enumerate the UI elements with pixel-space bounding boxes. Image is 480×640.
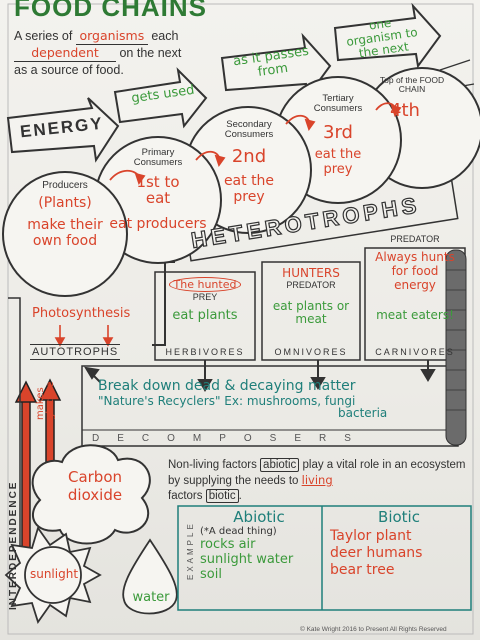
prey-label: PREY <box>192 292 218 302</box>
abiotic-column: Abiotic (*A dead thing) rocks air sunlig… <box>200 508 318 582</box>
hunters-label: HUNTERS <box>282 266 340 280</box>
arrow-one-organism <box>333 2 442 69</box>
omnivores-predator: PREDATOR <box>286 280 336 290</box>
carnivores-desc: meat eaters! <box>376 308 454 322</box>
definition: A series of organisms each dependent on … <box>14 28 224 78</box>
secondary-second: 2nd <box>231 146 267 167</box>
sun-drawing <box>4 525 102 625</box>
carnivores-predator: PREDATOR <box>390 234 440 244</box>
producers-description: make their own food <box>27 217 103 249</box>
biotic-column: Biotic Taylor plant deer humans bear tre… <box>330 508 468 579</box>
top-fourth: 4th <box>390 100 420 121</box>
food-chain-circles <box>2 67 480 297</box>
copyright: © Kate Wright 2016 to Present All Rights… <box>300 626 447 633</box>
producers-circle: Producers (Plants) make their own food <box>12 180 118 249</box>
primary-label: Primary Consumers <box>133 147 183 168</box>
top-label: Top of the FOOD CHAIN <box>379 75 445 94</box>
def-line3: as a source of food. <box>14 63 124 77</box>
interdependence-label: INTERDEPENDENCE <box>8 480 19 610</box>
water-drop <box>122 538 178 615</box>
decomposers-label: DECOMPOSERS <box>92 433 369 444</box>
primary-circle: Primary Consumers 1st to eat eat produce… <box>104 147 212 233</box>
secondary-circle: Secondary Consumers 2nd eat the prey <box>196 119 302 206</box>
carnivores-column: PREDATOR Always hunts for food energy me… <box>365 234 465 360</box>
biotic-word: biotic <box>205 489 239 503</box>
producers-plants: (Plants) <box>38 195 92 211</box>
primary-description: eat producers <box>109 216 207 232</box>
tertiary-label: Tertiary Consumers <box>313 93 363 114</box>
herbivores-column: The hunted PREY eat plants HERBIVORES <box>155 272 255 360</box>
decomposers-line3: bacteria <box>338 406 388 420</box>
producers-label: Producers <box>42 180 88 191</box>
abiotic-items: rocks air sunlight water soil <box>200 537 294 582</box>
arrow-energy <box>6 97 120 163</box>
decomposers-line1: Break down dead & decaying matter <box>98 378 356 394</box>
nonliving-p2: play a vital role in an <box>302 459 408 471</box>
carbon-dioxide-text: Carbon dioxide <box>67 468 123 504</box>
omnivores-column: HUNTERS PREDATOR eat plants or meat OMNI… <box>262 262 360 360</box>
arrow-gets-used <box>113 67 208 129</box>
secondary-label: Secondary Consumers <box>224 119 274 140</box>
makes-glucose-label: makes glucose <box>35 381 56 420</box>
carbon-dioxide-cloud <box>31 444 151 545</box>
primary-first: 1st to eat <box>136 173 180 207</box>
def-line1-post: each <box>151 29 179 43</box>
def-line2-post: on the next <box>119 46 182 60</box>
nonliving-p4: factors <box>168 490 203 502</box>
decomposers-line2: "Nature's Recyclers" Ex: mushrooms, fung… <box>98 394 356 408</box>
def-word-organisms: organisms <box>75 28 148 45</box>
top-circle: Top of the FOOD CHAIN 4th <box>372 75 452 122</box>
abiotic-heading: Abiotic <box>233 508 285 526</box>
photosynthesis-label: Photosynthesis <box>32 306 131 321</box>
biotic-items: Taylor plant deer humans bear tree <box>330 528 423 578</box>
secondary-description: eat the prey <box>223 173 275 205</box>
abiotic-word: abiotic <box>260 458 300 472</box>
sunlight-text: sunlight <box>29 567 79 581</box>
page-border <box>7 3 474 635</box>
herbivores-desc: eat plants <box>172 308 238 323</box>
nonliving-p3: ecosystem by supplying the needs to <box>168 459 466 487</box>
tertiary-third: 3rd <box>323 122 353 143</box>
nonliving-text: Non-living factors abiotic play a vital … <box>168 458 473 504</box>
biotic-heading: Biotic <box>378 508 420 526</box>
hunted-label: The hunted <box>168 277 242 292</box>
def-word-dependent: dependent <box>14 45 116 62</box>
water-text: water <box>132 590 170 605</box>
herbivores-label: HERBIVORES <box>165 347 245 357</box>
omnivores-label: OMNIVORES <box>274 347 348 357</box>
nonliving-p5: . <box>238 490 242 502</box>
example-side-label: EXAMPLE <box>186 521 195 580</box>
decomposers-box: Break down dead & decaying matter "Natur… <box>98 378 448 419</box>
tertiary-description: eat the prey <box>314 147 362 177</box>
abiotic-note: (*A dead thing) <box>200 526 277 537</box>
tertiary-circle: Tertiary Consumers 3rd eat the prey <box>284 93 392 178</box>
autotrophs-label: AUTOTROPHS <box>30 344 121 360</box>
carnivores-red: Always hunts for food energy <box>375 250 455 292</box>
page-title: FOOD CHAINS <box>14 0 207 22</box>
energy-arrows <box>6 2 442 163</box>
living-word: living <box>301 473 333 487</box>
carnivores-label: CARNIVORES <box>375 347 455 357</box>
def-line1-pre: A series of <box>14 29 73 43</box>
omnivores-desc: eat plants or meat <box>272 299 350 326</box>
nonliving-p1: Non-living factors <box>168 459 257 471</box>
